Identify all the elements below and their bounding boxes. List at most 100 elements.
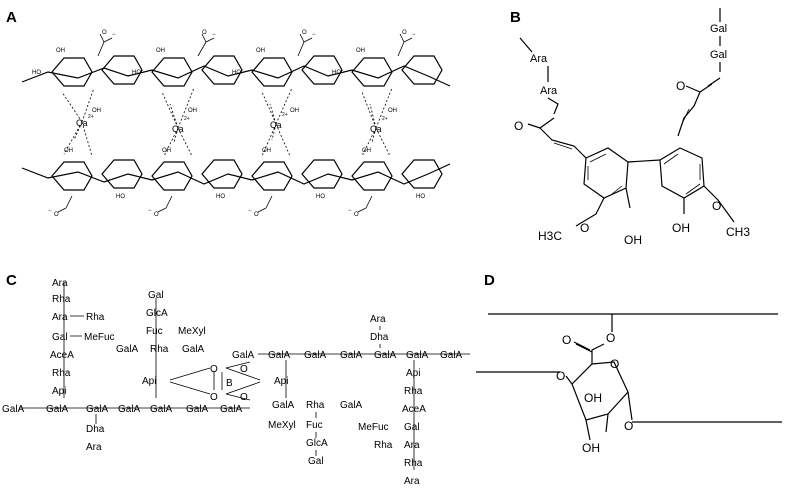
svg-text:−: − xyxy=(48,208,52,214)
svg-text:O: O xyxy=(254,212,259,218)
svg-text:Rha: Rha xyxy=(404,386,423,397)
svg-text:Api: Api xyxy=(274,376,288,387)
svg-text:Rha: Rha xyxy=(306,400,325,411)
panel-label-c: C xyxy=(6,272,17,289)
svg-text:Rha: Rha xyxy=(52,368,71,379)
calcium-ion-4: Ca 2+ xyxy=(361,87,393,157)
svg-text:GalA: GalA xyxy=(220,404,243,415)
panel-label-a: A xyxy=(6,9,17,26)
panel-a-top-rings xyxy=(51,55,443,87)
svg-text:Rha: Rha xyxy=(374,440,393,451)
panel-a-egg-box: Ca 2+ Ca 2+ Ca 2+ Ca 2+ xyxy=(21,30,451,218)
panel-d-ring-o: O xyxy=(610,357,619,371)
panel-b-methoxy-right-o: O xyxy=(712,199,721,213)
panel-d-carbonyl-o: O xyxy=(562,333,571,347)
svg-text:GalA: GalA xyxy=(86,404,109,415)
svg-text:GalA: GalA xyxy=(150,404,173,415)
panel-c-far-right-up: Ara Dha xyxy=(370,314,389,343)
svg-text:Ca: Ca xyxy=(76,118,88,128)
svg-text:O: O xyxy=(210,364,218,375)
svg-text:HO: HO xyxy=(116,194,125,200)
svg-text:O: O xyxy=(302,30,307,36)
svg-text:Gal: Gal xyxy=(148,290,164,301)
panel-d-glycosidic-o-right: O xyxy=(624,419,633,433)
svg-text:HO: HO xyxy=(316,194,325,200)
svg-text:MeFuc: MeFuc xyxy=(358,422,389,433)
svg-text:GalA: GalA xyxy=(340,350,363,361)
panel-b-left-ester xyxy=(527,117,587,159)
panel-d-glycosidic-o-left: O xyxy=(556,369,565,383)
svg-text:Ara: Ara xyxy=(404,476,420,487)
svg-text:MeFuc: MeFuc xyxy=(84,332,115,343)
svg-text:−: − xyxy=(148,208,152,214)
svg-text:OH: OH xyxy=(256,48,265,54)
panel-b-methoxy-left-o: O xyxy=(580,221,589,235)
svg-text:OH: OH xyxy=(262,148,271,154)
svg-text:GalA: GalA xyxy=(118,404,141,415)
svg-text:O: O xyxy=(102,30,107,36)
panel-label-b: B xyxy=(510,9,521,26)
svg-text:AceA: AceA xyxy=(402,404,426,415)
svg-text:GalA: GalA xyxy=(304,350,327,361)
svg-text:OH: OH xyxy=(64,148,73,154)
panel-c-far-right-down: Api Rha AceA MeFuc Gal Rha Ara Rha Ara xyxy=(358,368,426,487)
svg-text:Gal: Gal xyxy=(308,456,324,467)
svg-text:HO: HO xyxy=(32,70,41,76)
svg-text:O: O xyxy=(240,392,248,403)
panel-d-oh-1: OH xyxy=(584,391,602,405)
panel-b-right-chain xyxy=(707,8,721,87)
svg-text:Ara: Ara xyxy=(370,314,386,325)
panel-d-oh-2: OH xyxy=(582,441,600,455)
svg-text:Fuc: Fuc xyxy=(146,326,163,337)
svg-text:Gal: Gal xyxy=(404,422,420,433)
svg-text:GalA: GalA xyxy=(182,344,205,355)
panel-label-d: D xyxy=(484,272,495,289)
panel-b-right-ester xyxy=(677,83,713,137)
svg-text:−: − xyxy=(248,208,252,214)
svg-text:B: B xyxy=(226,378,233,389)
svg-text:Ara: Ara xyxy=(404,440,420,451)
svg-text:O: O xyxy=(54,212,59,218)
svg-text:HO: HO xyxy=(332,70,341,76)
svg-text:Dha: Dha xyxy=(370,332,389,343)
panel-b-oh-left: OH xyxy=(624,233,642,247)
panel-b-oh-right: OH xyxy=(672,221,690,235)
calcium-ion-1: Ca 2+ xyxy=(61,87,95,157)
svg-text:2+: 2+ xyxy=(282,112,288,118)
svg-text:GalA: GalA xyxy=(406,350,429,361)
svg-text:Rha: Rha xyxy=(150,344,169,355)
panel-d-ester-o: O xyxy=(606,331,615,345)
svg-text:GalA: GalA xyxy=(340,400,363,411)
panel-d-ester-crosslink: O O O O O OH OH xyxy=(476,313,782,455)
svg-text:OH: OH xyxy=(92,108,101,114)
svg-text:−: − xyxy=(412,32,416,38)
svg-text:2+: 2+ xyxy=(88,114,94,120)
svg-text:HO: HO xyxy=(132,70,141,76)
svg-text:Api: Api xyxy=(406,368,420,379)
svg-text:HO: HO xyxy=(232,70,241,76)
panel-b-right-carbonyl-o: O xyxy=(676,79,685,93)
svg-text:GalA: GalA xyxy=(46,404,69,415)
svg-text:−: − xyxy=(348,208,352,214)
svg-text:Ca: Ca xyxy=(370,124,382,134)
svg-text:Ara: Ara xyxy=(52,278,68,289)
panel-b-right-ring xyxy=(659,147,705,199)
calcium-ion-2: Ca 2+ xyxy=(161,87,195,157)
svg-text:Rha: Rha xyxy=(86,312,105,323)
svg-text:O: O xyxy=(354,212,359,218)
panel-b-methoxy-right: CH3 xyxy=(726,225,750,239)
svg-text:GalA: GalA xyxy=(272,400,295,411)
svg-text:Ca: Ca xyxy=(270,120,282,130)
panel-c-right-branch: GalA Rha GalA MeXyl Fuc GlcA Gal xyxy=(268,400,363,467)
svg-text:MeXyl: MeXyl xyxy=(268,420,296,431)
svg-text:2+: 2+ xyxy=(382,116,388,122)
panel-b-left-ring xyxy=(583,147,629,199)
svg-text:GalA: GalA xyxy=(268,350,291,361)
svg-text:HO: HO xyxy=(216,194,225,200)
panel-c-dha-left: Dha xyxy=(86,424,105,435)
svg-text:HO: HO xyxy=(416,194,425,200)
svg-text:O: O xyxy=(154,212,159,218)
svg-text:OH: OH xyxy=(162,148,171,154)
